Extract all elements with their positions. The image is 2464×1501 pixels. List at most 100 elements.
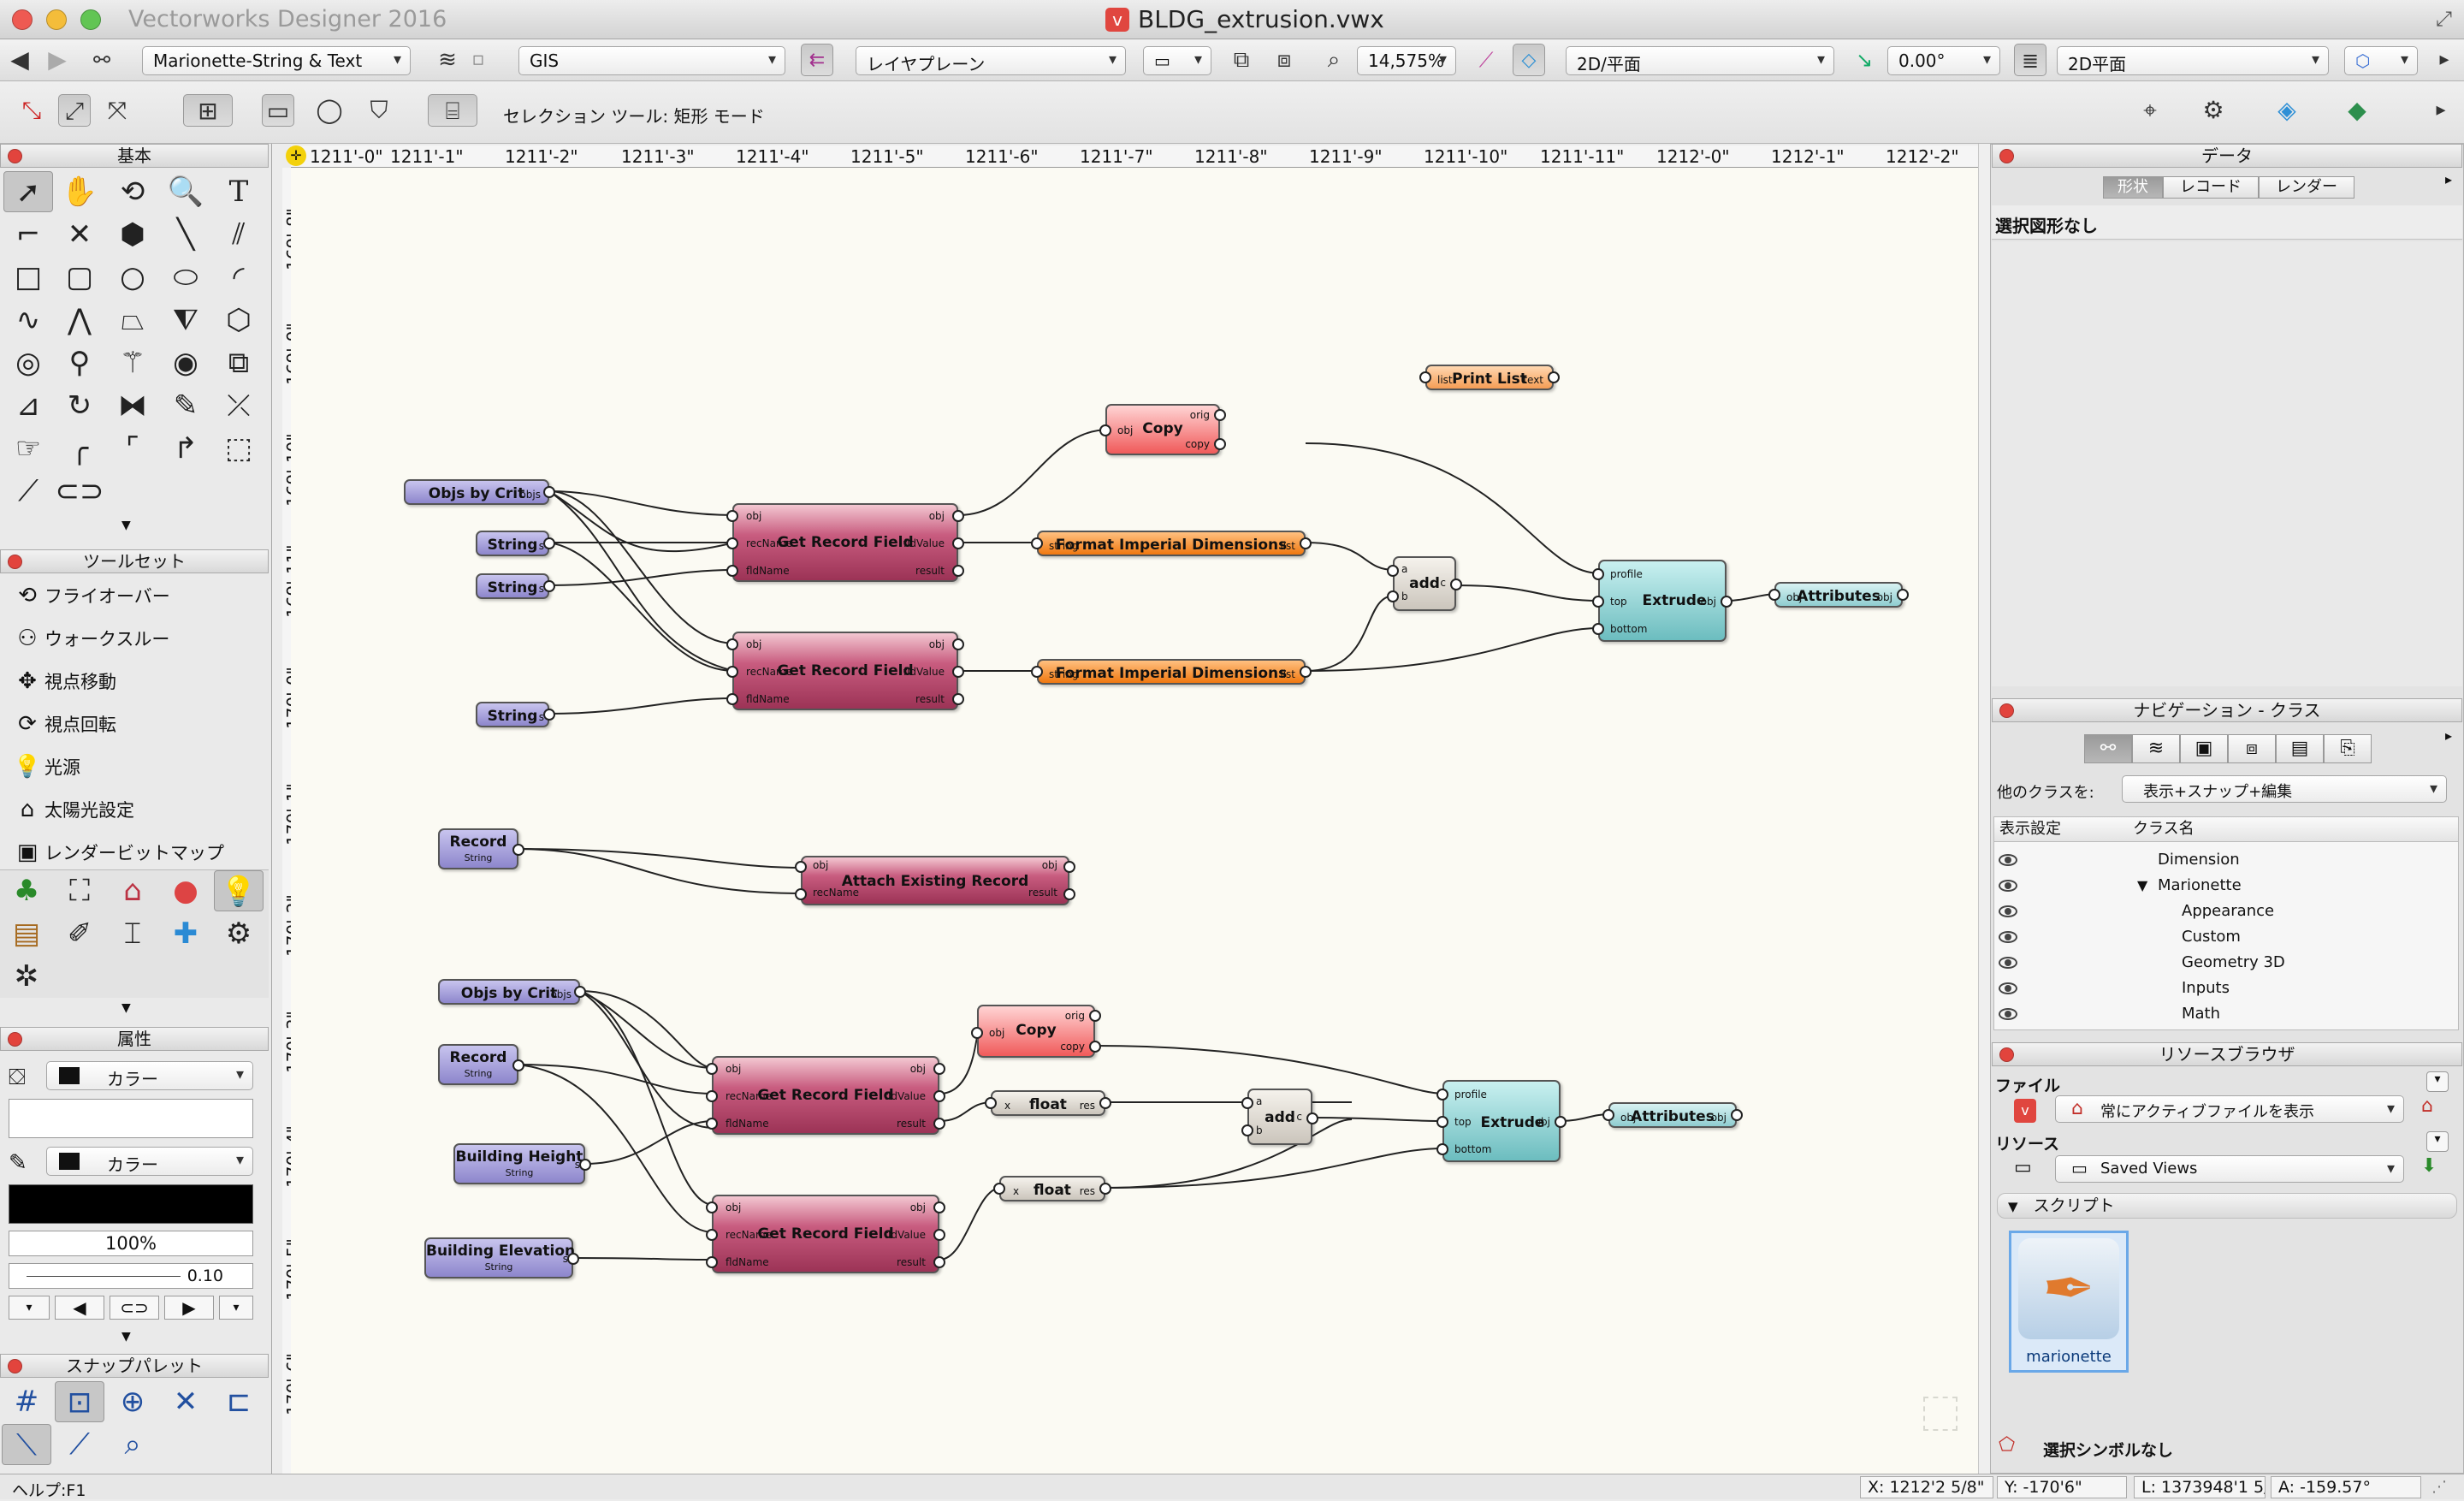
zoom-level-field[interactable]: 14,575% bbox=[1357, 46, 1456, 75]
output-port[interactable] bbox=[933, 1229, 945, 1241]
forward-arrow-icon[interactable]: ▶ bbox=[48, 45, 67, 74]
render-mode-icon[interactable]: ≣ bbox=[2014, 44, 2046, 76]
node-float[interactable]: float x res bbox=[993, 1176, 1111, 1201]
double-line-tool-icon[interactable]: ⫽ bbox=[232, 217, 246, 252]
node-string[interactable]: String s bbox=[476, 702, 555, 727]
input-port[interactable] bbox=[993, 1183, 1005, 1195]
toolset-item-light[interactable]: 💡光源 bbox=[10, 748, 80, 786]
pencil-tool-icon[interactable]: ✎ bbox=[173, 389, 198, 423]
layer-options-icon[interactable]: ▫ bbox=[471, 49, 485, 70]
lock-selection-icon[interactable]: ⌸ bbox=[428, 94, 477, 127]
input-port[interactable] bbox=[726, 666, 738, 678]
eye-icon[interactable] bbox=[1999, 957, 2017, 969]
transform-mode-icon[interactable]: ⊞ bbox=[183, 94, 233, 127]
class-row[interactable]: Math bbox=[1993, 1001, 2455, 1027]
resource-type-dropdown[interactable]: ▭ Saved Views bbox=[2055, 1155, 2404, 1183]
clip-cube-tool-icon[interactable]: ⧉ bbox=[228, 346, 250, 380]
output-port[interactable] bbox=[579, 1159, 591, 1171]
other-classes-dropdown[interactable]: 表示+スナップ+編集 bbox=[2122, 775, 2447, 803]
snap-to-angle-icon[interactable]: ⊕ bbox=[120, 1385, 145, 1419]
locus-tool-icon[interactable]: ✕ bbox=[67, 217, 92, 252]
reshape-tool-icon[interactable]: ☞ bbox=[15, 431, 42, 466]
visualization-toolset-icon[interactable]: 💡 bbox=[214, 870, 264, 911]
input-port[interactable] bbox=[706, 1229, 718, 1241]
node-copy[interactable]: Copy obj orig copy bbox=[971, 1005, 1101, 1058]
opacity-field[interactable]: 100% bbox=[9, 1231, 253, 1256]
output-port[interactable] bbox=[512, 844, 524, 856]
unrestricted-scaling-icon[interactable]: ⤧ bbox=[107, 96, 127, 124]
callout-tool-icon[interactable]: ⌐ bbox=[15, 217, 41, 252]
classes-tab-icon[interactable]: ⚯ bbox=[2084, 734, 2132, 763]
toolset-item-sun-study[interactable]: ⌂太陽光設定 bbox=[10, 791, 134, 828]
output-port[interactable] bbox=[512, 1059, 524, 1071]
palette-menu-arrow-icon[interactable]: ▸ bbox=[2445, 727, 2453, 744]
snap-to-distance-icon[interactable]: ⊏ bbox=[226, 1385, 252, 1419]
drawing-canvas[interactable]: Objs by Crit objs String s String s Stri… bbox=[291, 168, 1978, 1474]
plan-view-icon[interactable]: ◇ bbox=[1513, 44, 1545, 76]
output-port[interactable] bbox=[1099, 1097, 1111, 1109]
pen-preview[interactable] bbox=[9, 1184, 253, 1224]
polygon-marquee-icon[interactable]: ⛉ bbox=[370, 96, 388, 124]
smart-edge-icon[interactable]: ⟋ bbox=[69, 1427, 90, 1462]
input-port[interactable] bbox=[1031, 666, 1043, 678]
flyover-tool-icon[interactable]: ⟲ bbox=[120, 175, 145, 209]
rotate-tool-icon[interactable]: ↻ bbox=[67, 389, 92, 423]
class-row[interactable]: Custom bbox=[1993, 924, 2455, 950]
col-class-name[interactable]: クラス名 bbox=[2133, 820, 2194, 838]
active-class-dropdown[interactable]: GIS bbox=[518, 46, 785, 75]
input-port[interactable] bbox=[795, 888, 807, 900]
node-add[interactable]: add a b c bbox=[1387, 556, 1462, 611]
resource-thumbnail-marionette[interactable]: ✒ marionette bbox=[2009, 1231, 2129, 1373]
rounded-rectangle-tool-icon[interactable]: ▢ bbox=[65, 260, 94, 294]
snap-to-tangent-icon[interactable]: ⌕ bbox=[124, 1427, 141, 1462]
minimize-window-button[interactable] bbox=[46, 9, 67, 30]
input-port[interactable] bbox=[1592, 568, 1604, 580]
3d-modeling-toolset-icon[interactable]: ✚ bbox=[173, 917, 198, 951]
close-palette-button[interactable] bbox=[1999, 1047, 2014, 1062]
saved-views-icon[interactable]: ⚯ bbox=[92, 48, 111, 72]
close-palette-button[interactable] bbox=[8, 555, 22, 569]
pan-tool-icon[interactable]: ✋ bbox=[61, 175, 98, 209]
snap-to-object-icon[interactable]: ⊡ bbox=[55, 1381, 104, 1422]
input-port[interactable] bbox=[726, 565, 738, 577]
input-port[interactable] bbox=[971, 1027, 983, 1039]
node-record[interactable]: Record String bbox=[438, 828, 524, 869]
output-port[interactable] bbox=[1214, 409, 1226, 421]
node-objs-by-crit[interactable]: Objs by Crit objs bbox=[438, 979, 586, 1005]
output-port[interactable] bbox=[1548, 371, 1560, 383]
node-float[interactable]: float x res bbox=[985, 1090, 1111, 1116]
resource-menu-arrow-icon[interactable]: ▾ bbox=[2426, 1131, 2449, 1152]
output-port[interactable] bbox=[1721, 596, 1732, 608]
input-port[interactable] bbox=[1099, 424, 1111, 436]
node-get-record-field[interactable]: Get Record Field obj recName fldName obj… bbox=[706, 1195, 945, 1273]
polyline-tool-icon[interactable]: ⋀ bbox=[68, 303, 92, 337]
saved-views-tab-icon[interactable]: ▤ bbox=[2276, 734, 2324, 763]
node-objs-by-crit[interactable]: Objs by Crit objs bbox=[404, 479, 555, 505]
building-shell-toolset-icon[interactable]: ⌂ bbox=[123, 874, 142, 908]
y-coordinate[interactable]: Y: -170'6" bbox=[1997, 1476, 2127, 1498]
output-port[interactable] bbox=[1063, 861, 1075, 873]
overflow-arrow-icon[interactable]: ▸ bbox=[2439, 49, 2449, 70]
wire-tool-icon[interactable]: ⟋ bbox=[18, 474, 38, 508]
furniture-toolset-icon[interactable]: ▤ bbox=[12, 917, 41, 951]
render-mode-dropdown[interactable]: 2D平面 bbox=[2057, 46, 2329, 75]
output-port[interactable] bbox=[1099, 1183, 1111, 1195]
output-port[interactable] bbox=[1897, 589, 1909, 601]
eye-icon[interactable] bbox=[1999, 931, 2017, 943]
node-add[interactable]: add a b c bbox=[1241, 1089, 1318, 1145]
spiral-tool-icon[interactable]: ◎ bbox=[15, 346, 41, 380]
input-port[interactable] bbox=[1602, 1109, 1614, 1121]
angle-field[interactable]: A: -159.57° bbox=[2271, 1476, 2421, 1498]
node-building-height[interactable]: Building Height String s bbox=[453, 1143, 591, 1184]
expand-toolset-arrow-icon[interactable]: ▼ bbox=[121, 1001, 131, 1015]
line-weight-field[interactable]: 0.10 bbox=[9, 1263, 253, 1289]
x-coordinate[interactable]: X: 1212'2 5/8" bbox=[1860, 1476, 1993, 1498]
close-palette-button[interactable] bbox=[8, 1359, 22, 1373]
input-port[interactable] bbox=[706, 1201, 718, 1213]
script-group-header[interactable]: ▼ スクリプト bbox=[1997, 1193, 2457, 1219]
output-port[interactable] bbox=[952, 638, 964, 650]
tab-render[interactable]: レンダー bbox=[2259, 176, 2354, 199]
output-port[interactable] bbox=[952, 693, 964, 705]
object-info-icon[interactable]: ◈ bbox=[2277, 96, 2296, 124]
rotation-icon[interactable]: ↘ bbox=[1855, 48, 1874, 72]
